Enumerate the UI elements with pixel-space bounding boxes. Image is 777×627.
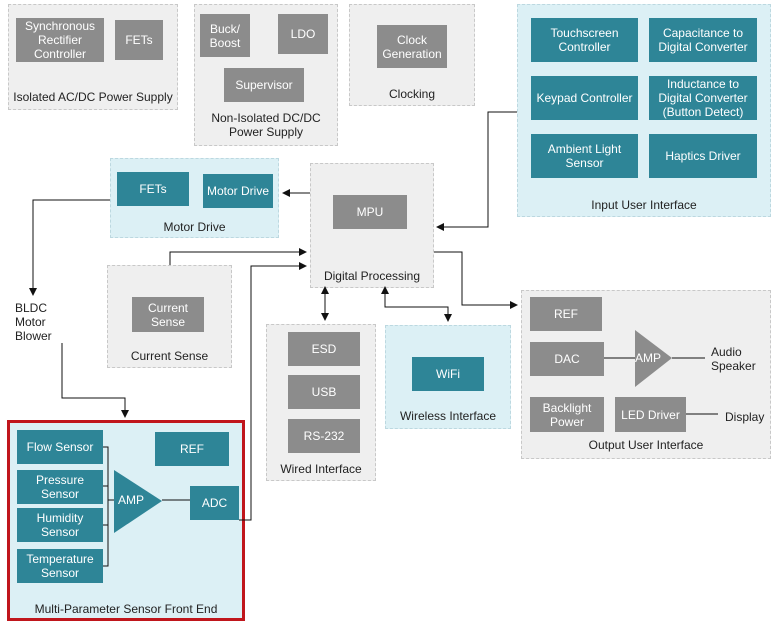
sensor-front-end-label: Multi-Parameter Sensor Front End	[34, 602, 218, 616]
input-ui-label: Input User Interface	[591, 198, 697, 212]
nonisolated-power-label: Non-Isolated DC/DC Power Supply	[211, 111, 321, 139]
ambient-light-sensor-block: Ambient Light Sensor	[531, 134, 638, 178]
isolated-power-label: Isolated AC/DC Power Supply	[13, 90, 173, 104]
wire-current-to-mpu	[169, 248, 307, 265]
ldo-block: LDO	[278, 14, 328, 54]
wire-adc-to-mpu	[239, 262, 307, 521]
ref-output-block: REF	[530, 297, 602, 331]
current-sense-label: Current Sense	[130, 349, 209, 363]
usb-block: USB	[288, 375, 360, 409]
haptics-driver-block: Haptics Driver	[649, 134, 757, 178]
pressure-sensor-block: Pressure Sensor	[17, 470, 103, 504]
touchscreen-controller-block: Touchscreen Controller	[531, 18, 638, 62]
sync-rectifier-block: Synchronous Rectifier Controller	[16, 18, 104, 62]
wifi-block: WiFi	[412, 357, 484, 391]
wire-bldc-to-sensor	[61, 343, 129, 418]
capacitance-converter-block: Capacitance to Digital Converter	[649, 18, 757, 62]
motor-drive-block: Motor Drive	[203, 174, 273, 208]
esd-block: ESD	[288, 332, 360, 366]
mpu-block: MPU	[333, 195, 407, 229]
dac-block: DAC	[530, 342, 604, 376]
display-label: Display	[725, 410, 765, 424]
buck-boost-block: Buck/ Boost	[200, 14, 250, 57]
wireless-interface-label: Wireless Interface	[399, 409, 497, 423]
inductance-converter-block: Inductance to Digital Converter (Button …	[649, 76, 757, 120]
supervisor-block: Supervisor	[224, 68, 304, 102]
flow-sensor-block: Flow Sensor	[17, 430, 103, 464]
audio-speaker-label: Audio Speaker	[711, 345, 756, 373]
wired-interface-label: Wired Interface	[280, 462, 362, 476]
fets-isolated-block: FETs	[115, 20, 163, 60]
keypad-controller-block: Keypad Controller	[531, 76, 638, 120]
rs232-block: RS-232	[288, 419, 360, 453]
motor-drive-label: Motor Drive	[163, 220, 226, 234]
amp-output-label: AMP	[634, 351, 661, 365]
clock-generation-block: Clock Generation	[377, 25, 447, 68]
ref-frontend-block: REF	[155, 432, 229, 466]
led-driver-block: LED Driver	[615, 397, 686, 432]
current-sense-block: Current Sense	[132, 297, 204, 332]
fets-motor-block: FETs	[117, 172, 189, 206]
wire-wifi-to-mpu	[381, 286, 452, 322]
amp-frontend-label: AMP	[117, 493, 144, 507]
wire-mpu-to-output	[434, 251, 518, 309]
adc-block: ADC	[190, 486, 239, 520]
wire-motor-to-bldc	[29, 199, 110, 296]
backlight-power-block: Backlight Power	[530, 397, 604, 432]
temperature-sensor-block: Temperature Sensor	[17, 549, 103, 583]
output-ui-label: Output User Interface	[588, 438, 704, 452]
bldc-motor-blower-label: BLDC Motor Blower	[15, 301, 52, 343]
clocking-label: Clocking	[388, 87, 436, 101]
digital-processing-label: Digital Processing	[323, 269, 421, 283]
humidity-sensor-block: Humidity Sensor	[17, 508, 103, 542]
wire-flow-to-amp	[103, 446, 109, 500]
wire-input-to-mpu	[436, 111, 517, 231]
amp-output-triangle	[635, 330, 672, 387]
amp-frontend-triangle	[114, 470, 162, 533]
wire-temperature-to-amp	[103, 499, 114, 567]
